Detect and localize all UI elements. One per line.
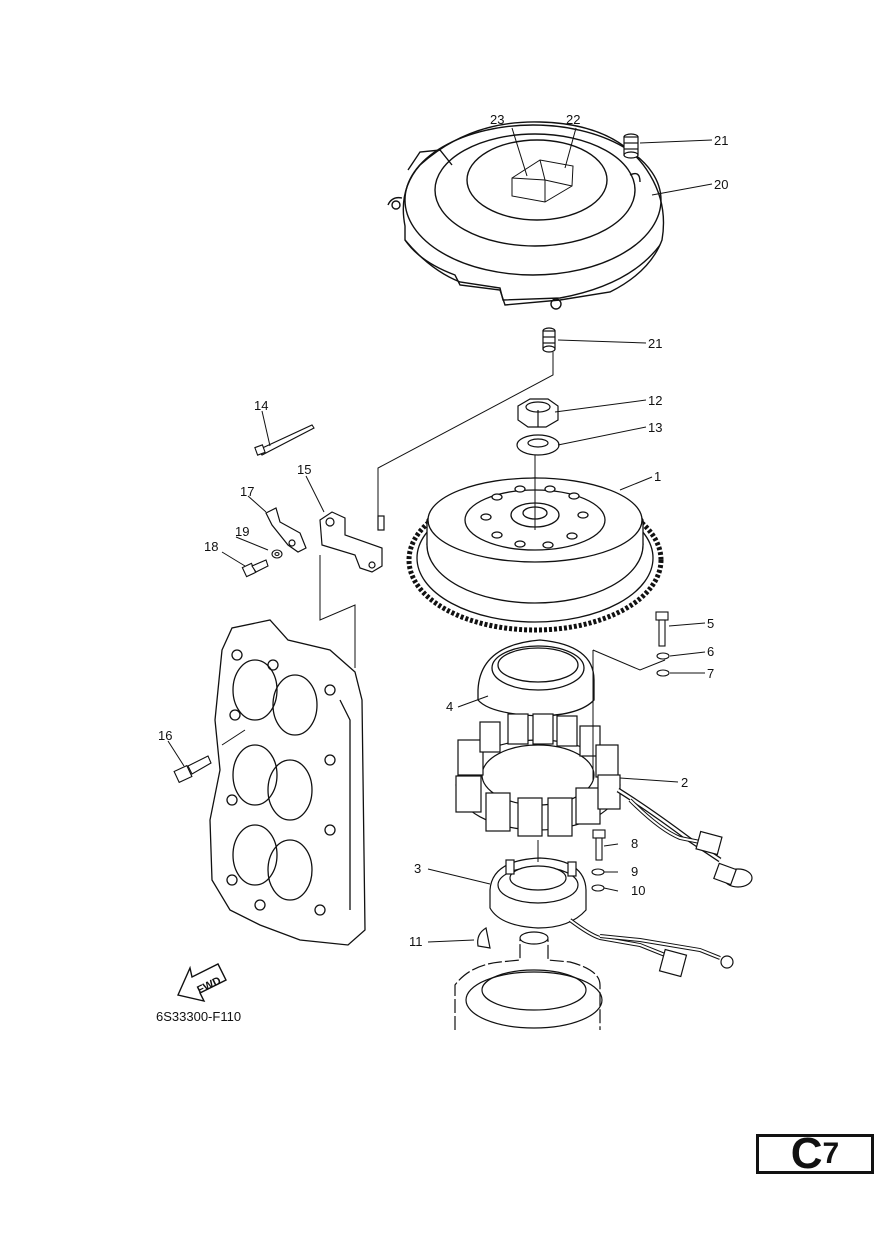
callout-11: 11 — [409, 934, 423, 949]
bracket-screw — [241, 559, 269, 578]
callout-4: 4 — [446, 699, 453, 714]
callout-23: 23 — [490, 112, 504, 127]
flywheel-nut — [517, 398, 559, 428]
callout-numbers: 23 22 21 20 21 12 13 1 5 6 7 4 2 8 9 10 … — [158, 112, 728, 949]
stator-coil — [455, 713, 753, 888]
callout-3: 3 — [414, 861, 421, 876]
stator-washer-a — [656, 652, 670, 677]
callout-13: 13 — [648, 420, 662, 435]
grommet-lower — [542, 327, 556, 353]
callout-22: 22 — [566, 112, 580, 127]
callout-21-top: 21 — [714, 133, 728, 148]
flywheel-washer — [516, 434, 560, 456]
callout-9: 9 — [631, 864, 638, 879]
callout-2: 2 — [681, 775, 688, 790]
callout-5: 5 — [707, 616, 714, 631]
woodruff-key — [477, 927, 491, 949]
crankshaft-end — [454, 931, 603, 1030]
callout-12: 12 — [648, 393, 662, 408]
stator-bolt — [655, 611, 669, 647]
callout-16: 16 — [158, 728, 172, 743]
callout-20: 20 — [714, 177, 728, 192]
callout-21-bottom: 21 — [648, 336, 662, 351]
callout-15: 15 — [297, 462, 311, 477]
cable-tie — [254, 424, 315, 456]
bracket-washer — [271, 549, 283, 559]
page-code-letter: C — [790, 1129, 823, 1178]
mounting-bracket — [319, 511, 385, 573]
callout-1: 1 — [654, 469, 661, 484]
callout-18: 18 — [204, 539, 218, 554]
grommet-upper — [623, 133, 639, 159]
callout-7: 7 — [707, 666, 714, 681]
forward-direction-arrow: FWD — [177, 963, 227, 1003]
pulser-coil — [489, 857, 734, 978]
cylinder-block — [209, 619, 366, 946]
assembly-lines — [221, 352, 666, 862]
callout-17: 17 — [240, 484, 254, 499]
callout-14: 14 — [254, 398, 268, 413]
block-screw — [173, 755, 212, 784]
flywheel — [406, 455, 664, 633]
stator-base-plate — [477, 639, 595, 717]
cover-bracket — [265, 507, 307, 553]
cover-label-plates — [511, 159, 574, 203]
callout-6: 6 — [707, 644, 714, 659]
drawing-code: 6S33300-F110 — [156, 1009, 241, 1024]
page-code-number: 7 — [822, 1137, 840, 1170]
callout-10: 10 — [631, 883, 645, 898]
callout-8: 8 — [631, 836, 638, 851]
callout-19: 19 — [235, 524, 249, 539]
flywheel-cover — [387, 121, 665, 310]
pulser-washer — [591, 868, 605, 892]
pulser-bolt — [592, 829, 606, 861]
callout-leaders — [167, 127, 713, 943]
